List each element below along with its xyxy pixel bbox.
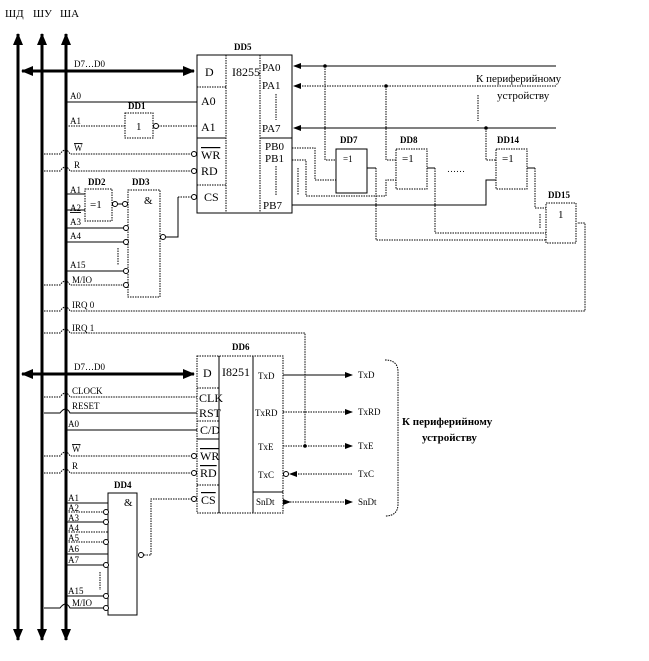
- out-txc: TxC: [358, 469, 374, 479]
- dd6-pin-rst: RST: [199, 406, 222, 420]
- sig-a15-bottom: A15: [68, 586, 84, 596]
- dd6-pin-txe: TxE: [258, 442, 274, 452]
- sig-mio-bottom: M/IO: [72, 598, 93, 608]
- xor-chain: DD7 =1 DD8 =1 DD14 =1 …… DD15 1: [292, 135, 577, 244]
- serial-outputs: TxD TxRD TxE TxC SnDt К периферийному ус…: [283, 359, 493, 517]
- dd5-chip-type: I8255: [232, 65, 260, 79]
- dd6-pin-d: D: [203, 366, 212, 380]
- dd15-label: DD15: [548, 190, 570, 200]
- sig-addr-a6: A6: [68, 544, 79, 554]
- dd5-pin-pb7: PB7: [263, 200, 282, 212]
- dd6-pin-txrd: TxRD: [255, 408, 278, 418]
- dd7-label: DD7: [340, 135, 358, 145]
- bus-label-data: ШД: [5, 8, 24, 20]
- bottom-signals: IRQ 1 D7…D0 CLOCK RESET A0 W R DD4 & A1 …: [21, 323, 306, 616]
- bus-label-control: ШУ: [33, 8, 52, 20]
- dd5-pin-pa7: PA7: [262, 123, 281, 135]
- system-buses: [13, 33, 71, 641]
- dd1-label: DD1: [128, 101, 146, 111]
- dd6-chip: DD6 I8251 D CLK RST C/D WR RD CS TxD TxR…: [196, 342, 284, 514]
- dd2-func: =1: [90, 199, 102, 211]
- dd6-pin-clk: CLK: [199, 391, 223, 405]
- sig-a1-top: A1: [70, 116, 81, 126]
- sig-addr-a3: A3: [68, 513, 79, 523]
- sig-a2-top: A2: [70, 203, 81, 213]
- dd5-pin-pa0: PA0: [262, 62, 281, 74]
- out-sndt: SnDt: [358, 497, 377, 507]
- dd6-pin-txc: TxC: [258, 470, 274, 480]
- dd5-pin-rd: RD: [201, 164, 218, 178]
- dd5-pin-d: D: [205, 65, 214, 79]
- periph-label-bottom-2: устройству: [422, 432, 477, 444]
- dd6-pin-sndt: SnDt: [256, 497, 275, 507]
- dd5-pin-pb1: PB1: [265, 153, 284, 165]
- sig-a0-top: A0: [70, 91, 81, 101]
- dd6-pin-rd: RD: [200, 466, 217, 480]
- dd6-pin-wr: WR: [200, 449, 219, 463]
- chain-ellipsis: ……: [447, 164, 465, 174]
- top-signals: D7…D0 A0 A1 DD1 1 W R DD2 =1 A1 A2 DD3 &: [21, 59, 586, 312]
- sig-data-top: D7…D0: [74, 59, 105, 69]
- dd14-label: DD14: [497, 135, 519, 145]
- dd5-pin-pa1: PA1: [262, 80, 281, 92]
- sig-addr-a4: A4: [68, 523, 79, 533]
- dd8-func: =1: [402, 153, 414, 165]
- sig-addr-a1: A1: [68, 493, 79, 503]
- sig-a1b-top: A1: [70, 185, 81, 195]
- dd5-pin-a0: A0: [201, 94, 216, 108]
- port-a-lines: К периферийному устройству: [293, 63, 562, 161]
- dd5-chip: DD5 I8255 D A0 A1 WR RD CS PA0 PA1 PA7 P…: [196, 42, 293, 214]
- dd6-pin-txd: TxD: [258, 371, 275, 381]
- sig-mio-top: M/IO: [72, 275, 93, 285]
- dd6-label: DD6: [232, 342, 250, 352]
- sig-data-bottom: D7…D0: [74, 362, 105, 372]
- sig-r-top: R: [74, 160, 80, 170]
- dd3-label: DD3: [132, 177, 150, 187]
- bus-label-address: ША: [60, 8, 79, 20]
- dd2-label: DD2: [88, 177, 106, 187]
- dd5-pin-pb0: PB0: [265, 141, 284, 153]
- sig-irq0: IRQ 0: [72, 300, 95, 310]
- out-txrd: TxRD: [358, 407, 381, 417]
- sig-w-top: W: [74, 143, 83, 153]
- sig-clock: CLOCK: [72, 386, 103, 396]
- dd5-label: DD5: [234, 42, 252, 52]
- out-txe: TxE: [358, 441, 374, 451]
- sig-w-bottom: W: [72, 444, 81, 454]
- dd6-pin-cd: C/D: [200, 423, 220, 437]
- periph-label-top-1: К периферийному: [476, 73, 562, 85]
- dd5-pin-cs: CS: [204, 190, 219, 204]
- dd7-func: =1: [343, 154, 353, 164]
- sig-addr-a5: A5: [68, 533, 79, 543]
- sig-a3-top: A3: [70, 217, 81, 227]
- dd14-func: =1: [502, 153, 514, 165]
- periph-label-bottom-1: К периферийному: [402, 416, 493, 428]
- sig-irq1: IRQ 1: [72, 323, 94, 333]
- dd6-chip-type: I8251: [222, 365, 250, 379]
- sig-a15-top: A15: [70, 260, 86, 270]
- dd1-func: 1: [136, 121, 142, 133]
- dd6-pin-cs: CS: [201, 493, 216, 507]
- dd15-func: 1: [558, 209, 564, 221]
- sig-r-bottom: R: [72, 461, 78, 471]
- sig-addr-a7: A7: [68, 555, 79, 565]
- dd8-label: DD8: [400, 135, 418, 145]
- sig-reset: RESET: [72, 401, 100, 411]
- sig-a4-top: A4: [70, 231, 81, 241]
- dd4-func: &: [124, 497, 133, 509]
- periph-label-top-2: устройству: [497, 90, 550, 102]
- sig-a0-bottom: A0: [68, 419, 79, 429]
- dd4-label: DD4: [114, 480, 132, 490]
- sig-addr-a2: A2: [68, 503, 79, 513]
- dd3-func: &: [144, 195, 153, 207]
- dd5-pin-wr: WR: [201, 148, 220, 162]
- dd5-pin-a1: A1: [201, 120, 216, 134]
- out-txd: TxD: [358, 370, 375, 380]
